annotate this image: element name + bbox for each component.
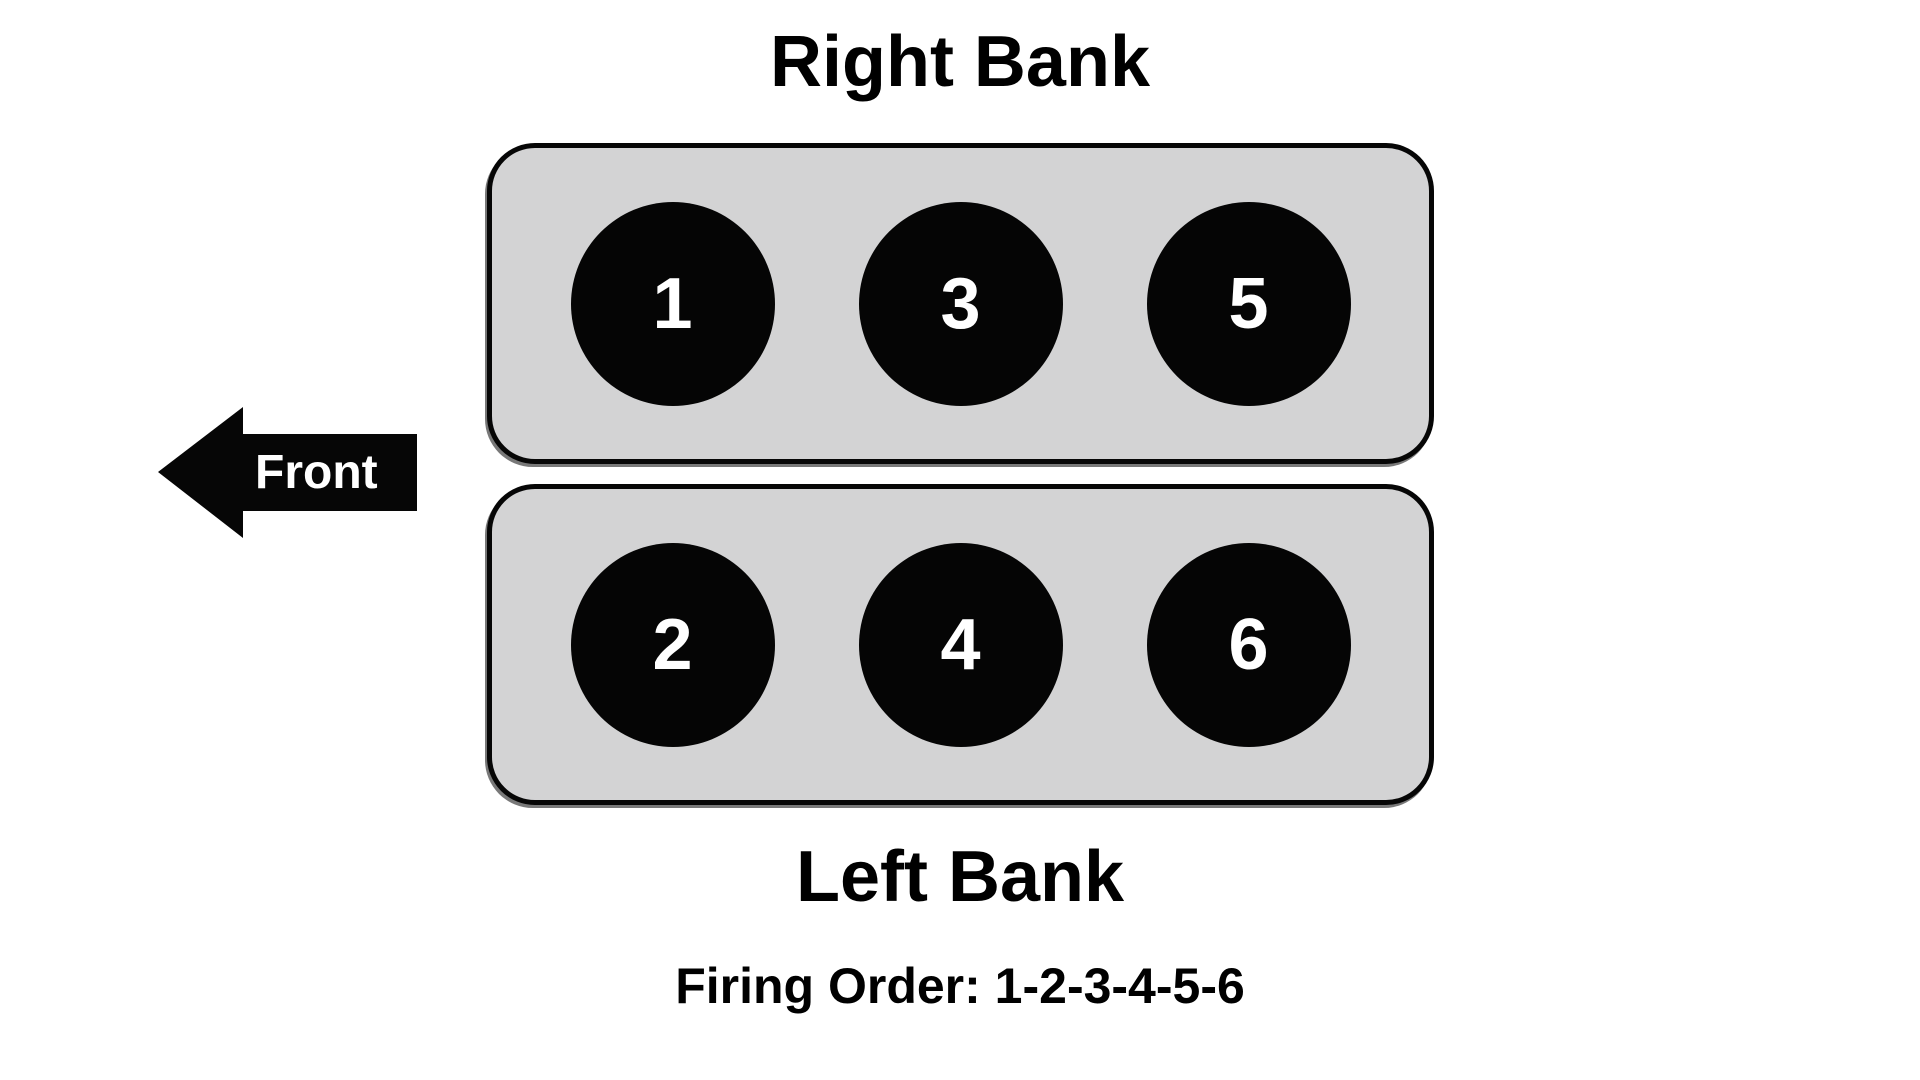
cylinder-1: 1 <box>570 201 775 406</box>
right-bank-title: Right Bank <box>769 22 1150 102</box>
cylinder-6: 6 <box>1146 542 1351 747</box>
firing-order-text: Firing Order: 1-2-3-4-5-6 <box>675 958 1245 1014</box>
front-arrow-label: Front <box>255 445 378 499</box>
cylinder-4: 4 <box>858 542 1063 747</box>
right-bank: 1 3 5 <box>487 143 1434 464</box>
left-bank: 2 4 6 <box>487 484 1434 805</box>
cylinder-3: 3 <box>858 201 1063 406</box>
cylinder-2: 2 <box>570 542 775 747</box>
cylinder-5: 5 <box>1146 201 1351 406</box>
front-arrow-left-icon: Front <box>158 407 417 538</box>
left-bank-title: Left Bank <box>795 837 1125 917</box>
